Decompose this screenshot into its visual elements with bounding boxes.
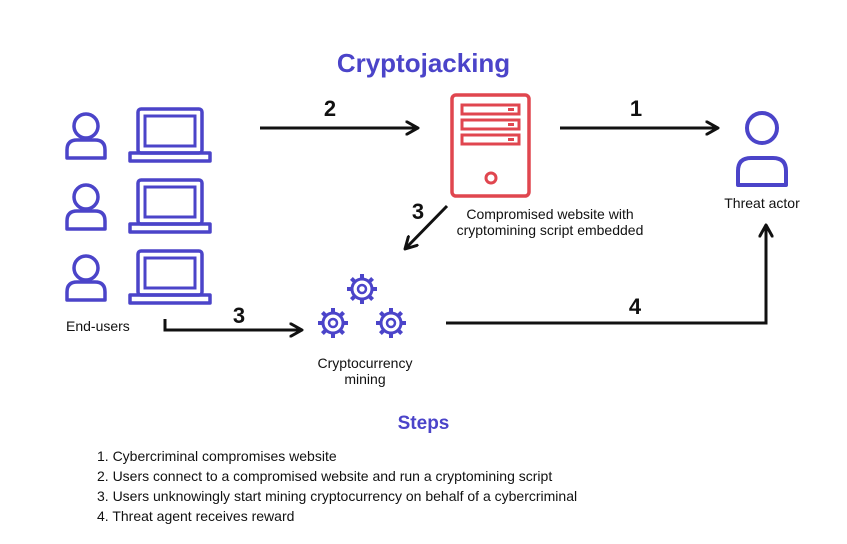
website-label-line1: Compromised website with	[466, 206, 634, 222]
end-user-2	[65, 178, 212, 234]
arrow-number: 1	[630, 96, 642, 121]
laptop-icon	[128, 178, 212, 234]
steps-heading: Steps	[397, 413, 450, 434]
steps-list: 1. Cybercriminal compromises website 2. …	[97, 446, 577, 526]
diagram-title: Cryptojacking	[336, 48, 511, 78]
step-item: 2. Users connect to a compromised websit…	[97, 468, 553, 484]
mining-label-line2: mining	[344, 371, 386, 387]
mining-label-line1: Cryptocurrency	[317, 355, 413, 371]
server-icon	[450, 93, 531, 198]
end-user-1	[65, 107, 212, 163]
gear-icon	[345, 272, 379, 306]
gear-icon	[374, 306, 408, 340]
arrow-number: 3	[412, 199, 424, 224]
mining-label: Cryptocurrency mining	[290, 355, 440, 387]
gears-icon	[316, 272, 408, 340]
website-label-line2: cryptomining script embedded	[456, 222, 644, 238]
arrow-number: 3	[233, 303, 245, 328]
threat-actor-label: Threat actor	[724, 195, 800, 211]
threat-actor-icon	[736, 111, 788, 187]
user-icon	[65, 112, 107, 160]
arrow-mining-to-actor: 4	[446, 225, 766, 325]
step-item: 3. Users unknowingly start mining crypto…	[97, 488, 578, 504]
arrow-number: 4	[629, 294, 642, 319]
end-user-3	[65, 249, 212, 305]
arrow-users-to-website: 2	[260, 96, 418, 128]
user-icon	[65, 183, 107, 231]
step-item: 1. Cybercriminal compromises website	[97, 448, 337, 464]
step-item: 4. Threat agent receives reward	[97, 508, 295, 524]
arrow-website-to-mining: 3	[405, 199, 449, 249]
arrow-number: 2	[324, 96, 336, 121]
user-icon	[65, 254, 107, 302]
gear-icon	[316, 306, 350, 340]
website-label: Compromised website with cryptomining sc…	[430, 206, 670, 238]
end-users-label: End-users	[66, 318, 130, 334]
laptop-icon	[128, 249, 212, 305]
arrow-users-to-mining: 3	[163, 303, 302, 330]
laptop-icon	[128, 107, 212, 163]
arrow-website-to-actor: 1	[560, 96, 718, 128]
